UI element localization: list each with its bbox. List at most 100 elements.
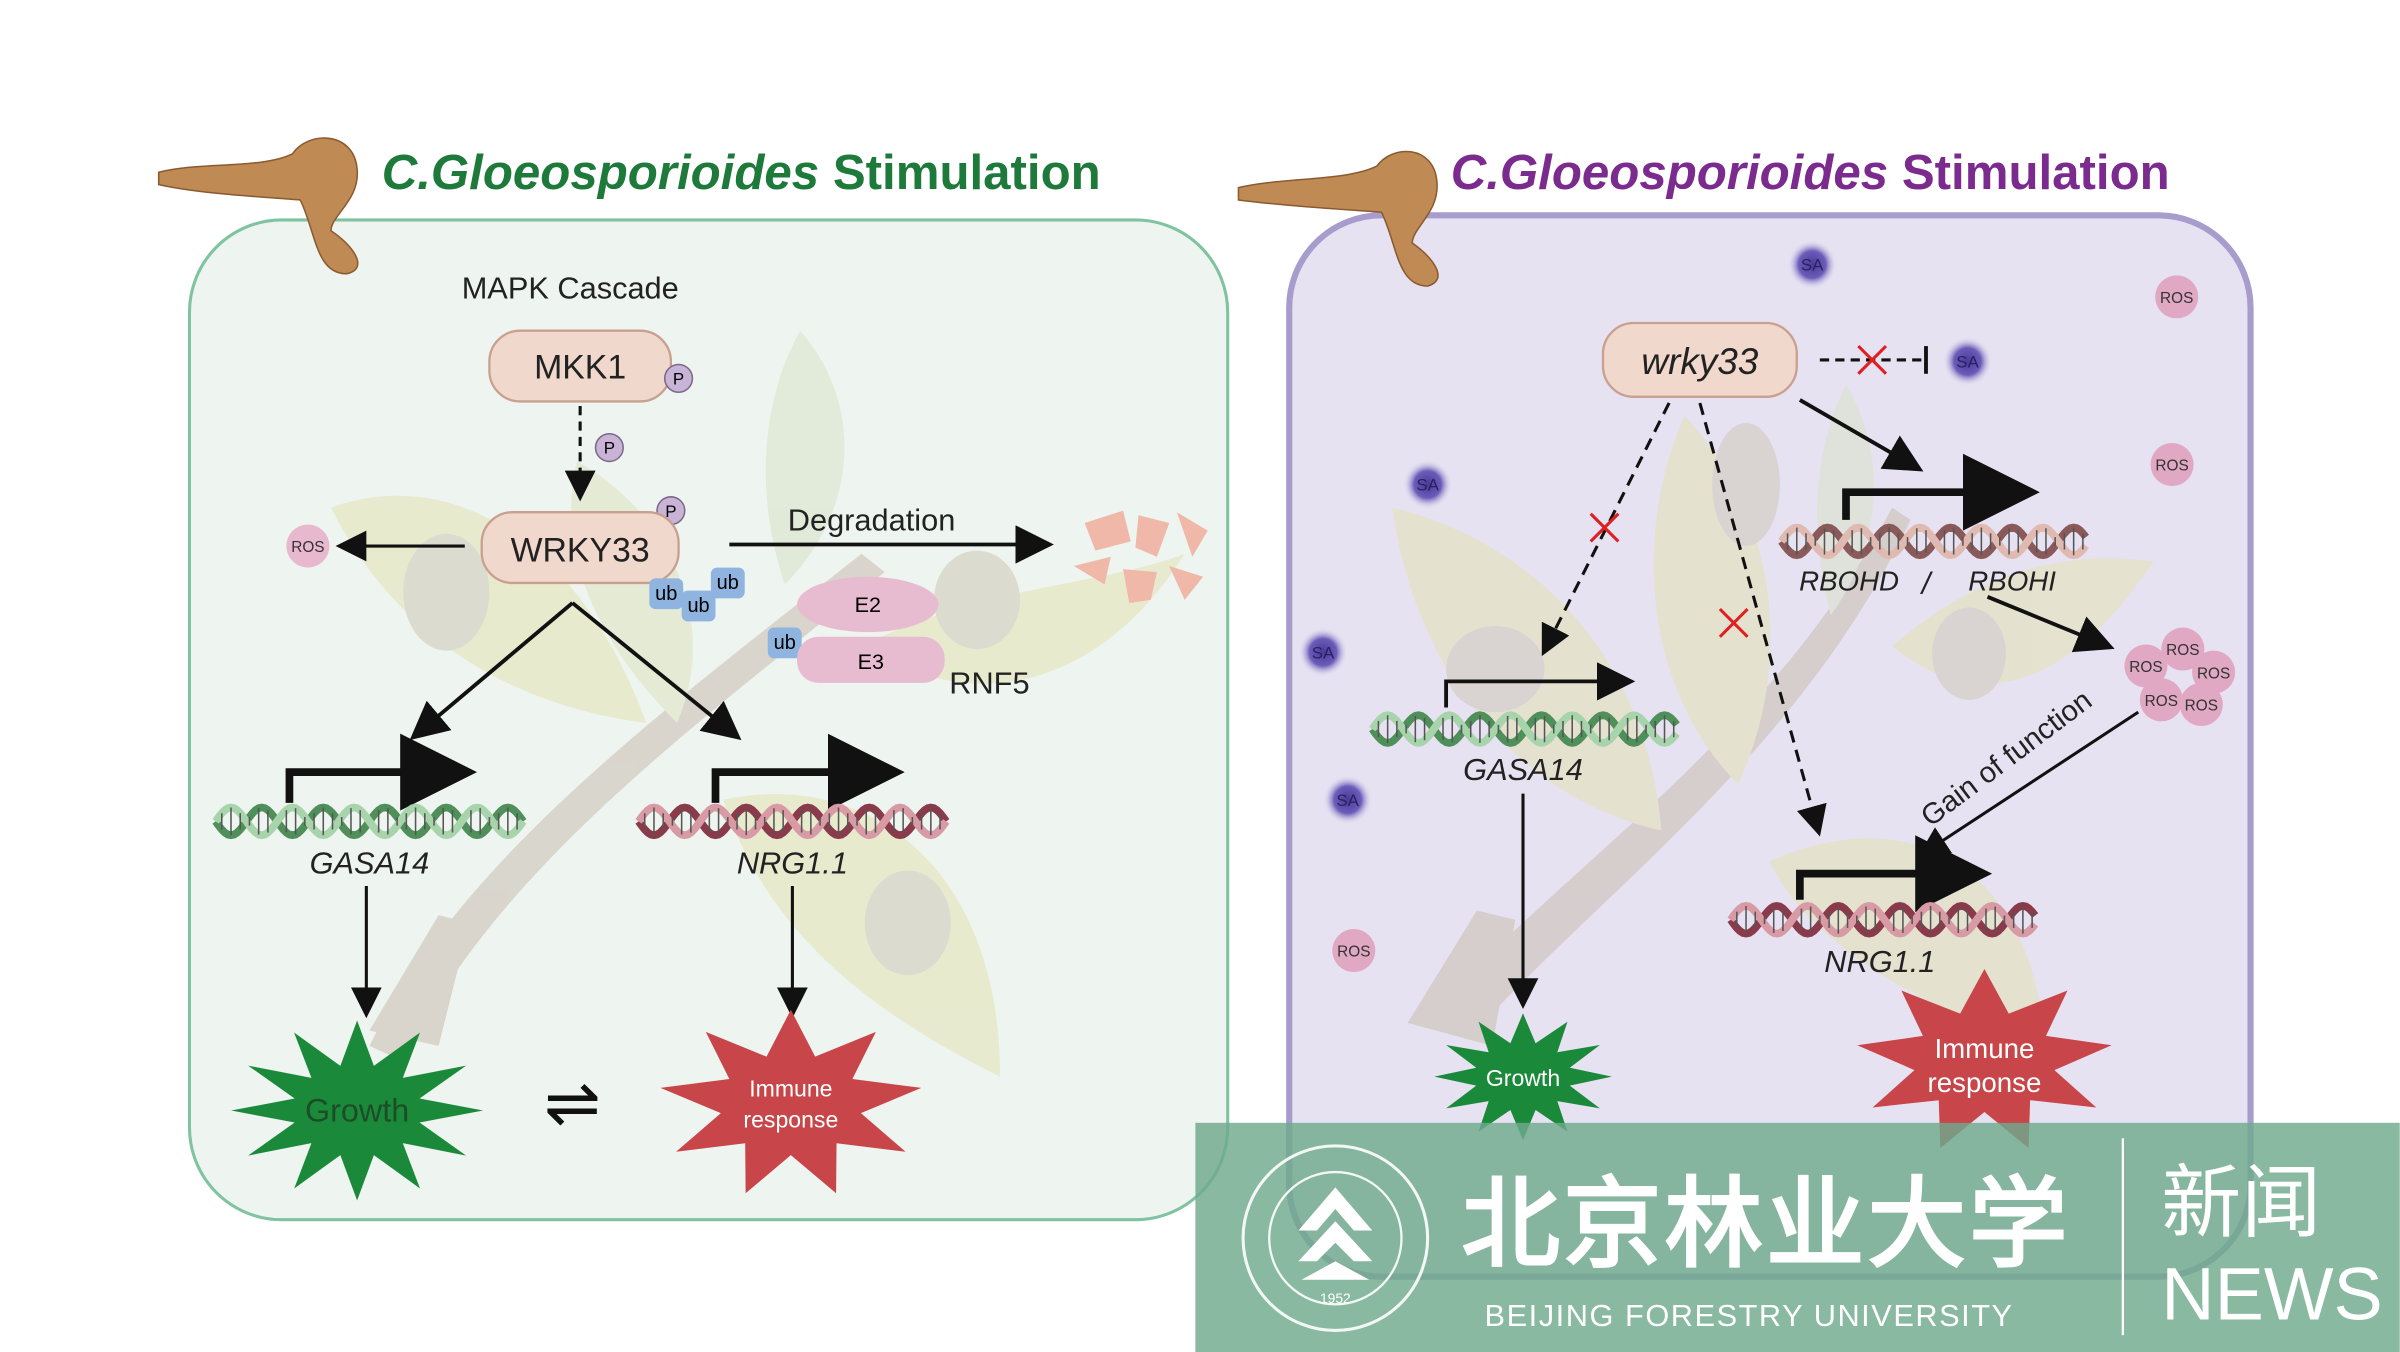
ros-label: ROS <box>2145 693 2178 710</box>
right-title: C.Gloeosporioides Stimulation <box>1451 145 2170 200</box>
dna-strand <box>212 803 527 840</box>
dna-strand <box>1369 711 1680 747</box>
right-title-rest: Stimulation <box>1902 145 2170 200</box>
ros-label: ROS <box>2160 290 2193 307</box>
degradation-label: Degradation <box>788 503 956 538</box>
immune-label-line2: response <box>743 1106 838 1132</box>
university-english-name: BEIJING FORESTRY UNIVERSITY <box>1485 1298 2014 1333</box>
dna-strand <box>1727 902 2039 938</box>
e2-label: E2 <box>855 593 881 617</box>
red-x-icon <box>1718 608 1749 638</box>
e3-enzyme <box>797 636 945 683</box>
mapk-label: MAPK Cascade <box>462 270 679 305</box>
news-chinese: 新闻 <box>2161 1158 2321 1247</box>
ros-bubble: ROS <box>1332 929 1376 973</box>
sa-label: SA <box>1416 476 1439 495</box>
growth-star <box>231 1020 484 1201</box>
rbohd-label: RBOHD <box>1799 566 1899 597</box>
dna-nrg1-right <box>1727 902 2039 938</box>
immune-star <box>660 1009 922 1194</box>
e3-label: E3 <box>858 650 884 674</box>
ub-label: ub <box>687 595 709 617</box>
dna-nrg1 <box>635 803 950 840</box>
ros-bubble: ROS <box>2150 442 2194 487</box>
ros-cluster: ROS ROS ROS ROS ROS <box>2124 627 2236 726</box>
left-title: C.Gloeosporioides Stimulation <box>382 145 1101 200</box>
blocked-sa-inhibition <box>1819 344 1928 375</box>
left-title-rest: Stimulation <box>833 145 1101 200</box>
slash-label: / <box>1920 566 1934 601</box>
ub-label: ub <box>774 632 796 654</box>
arrow-to-rboh <box>1798 398 1924 472</box>
fungus-icon <box>157 137 359 275</box>
growth-label-right: Growth <box>1486 1065 1560 1091</box>
blocked-arrow-to-nrg1 <box>1698 402 1827 837</box>
right-title-italic: C.Gloeosporioides <box>1451 145 1888 200</box>
left-title-italic: C.Gloeosporioides <box>382 145 819 200</box>
ros-label: ROS <box>2129 659 2162 676</box>
ubiquitin-tags: ub ub ub ub <box>649 567 802 659</box>
arrow-to-gasa14 <box>409 601 574 741</box>
wrky33-label: WRKY33 <box>511 531 650 569</box>
wrky33-box <box>480 511 680 585</box>
arrow-to-nrg1 <box>571 601 742 741</box>
right-panel: C.Gloeosporioides Stimulation SA SA SA S… <box>1237 145 2254 1280</box>
phospho-label: P <box>665 502 676 521</box>
ros-label: ROS <box>2166 642 2199 659</box>
sa-bubble: SA <box>1787 239 1837 290</box>
ros-bubble <box>286 524 330 568</box>
promoter-arrow-gasa14 <box>285 733 478 811</box>
dna-rboh <box>1778 523 2089 560</box>
ros-label: ROS <box>291 539 324 556</box>
ub-label: ub <box>717 572 739 594</box>
dna-gasa14-right <box>1369 711 1680 747</box>
wrky33-mutant-label: wrky33 <box>1641 341 1758 382</box>
promoter-arrow-nrg1-right <box>1796 835 1993 913</box>
sa-bubble: SA <box>1403 459 1453 510</box>
university-chinese-name: 北京林业大学 <box>1461 1169 2070 1279</box>
sa-label: SA <box>1956 353 1979 372</box>
sa-bubble: SA <box>1298 627 1348 677</box>
left-panel: C.Gloeosporioides Stimulation MAPK Casca… <box>157 137 1230 1222</box>
sa-bubble: SA <box>1323 775 1373 825</box>
equilibrium-symbol: ⇌ <box>544 1066 601 1141</box>
e2-enzyme <box>797 576 939 633</box>
immune-label-right-line1: Immune <box>1934 1033 2034 1064</box>
ros-label: ROS <box>2185 698 2218 715</box>
news-english: NEWS <box>2161 1253 2382 1336</box>
degraded-fragments <box>1073 510 1208 603</box>
ros-molecules: ROS ROS ROS ROS ROS ROS ROS ROS <box>1332 275 2236 973</box>
sa-label: SA <box>1801 256 1824 275</box>
growth-star-right <box>1434 1013 1612 1141</box>
gasa14-right-label: GASA14 <box>1463 752 1583 787</box>
watermark-banner: 1952 北京林业大学 BEIJING FORESTRY UNIVERSITY … <box>1195 1122 2400 1352</box>
sa-molecules: SA SA SA SA SA <box>1298 239 1993 825</box>
dna-strand <box>1778 523 2089 560</box>
sa-label: SA <box>1312 643 1335 662</box>
growth-label: Growth <box>305 1092 409 1128</box>
ros-label: ROS <box>1337 944 1370 961</box>
nrg1-right-label: NRG1.1 <box>1824 944 1935 979</box>
mkk1-label: MKK1 <box>534 348 626 386</box>
gain-of-function-arrow <box>1917 710 2140 858</box>
ros-bubble: ROS <box>2155 275 2199 319</box>
gasa14-label: GASA14 <box>310 846 430 881</box>
immune-star-right <box>1857 969 2112 1149</box>
seal-year: 1952 <box>1320 1290 1351 1306</box>
rnf5-label: RNF5 <box>949 666 1029 701</box>
ros-label: ROS <box>2155 458 2188 475</box>
immune-label-line1: Immune <box>749 1076 832 1102</box>
promoter-arrow-nrg1 <box>711 733 905 811</box>
ros-label: ROS <box>2197 665 2230 682</box>
sa-bubble: SA <box>1942 336 1993 387</box>
phospho-label: P <box>673 370 684 389</box>
nrg1-label: NRG1.1 <box>737 846 848 881</box>
rboh-to-ros-arrow <box>1986 595 2115 653</box>
red-x-icon <box>1589 512 1620 543</box>
promoter-arrow-rboh <box>1842 453 2040 531</box>
blocked-arrow-to-gasa14 <box>1541 402 1671 657</box>
sa-label: SA <box>1336 791 1359 810</box>
immune-label-right-line2: response <box>1928 1067 2042 1098</box>
phospho-label: P <box>604 439 615 458</box>
ub-label: ub <box>655 583 677 605</box>
